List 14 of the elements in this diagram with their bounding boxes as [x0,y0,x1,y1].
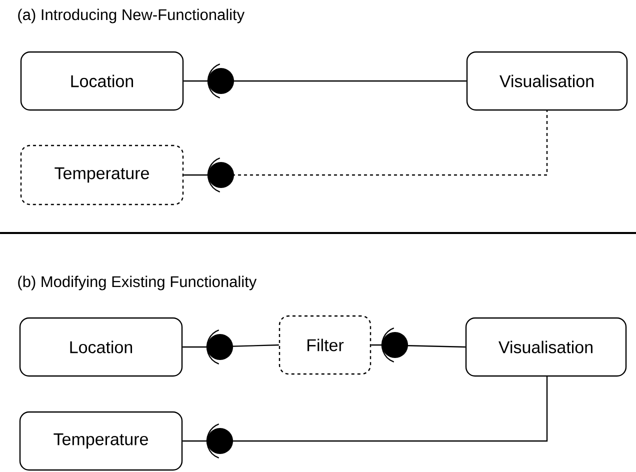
component-box: Visualisation [465,317,627,377]
interface-connector [370,328,466,363]
component-box: Temperature [19,411,183,471]
interface-connector [183,64,466,99]
component-box: Temperature [20,144,184,206]
component-box: Filter [278,315,372,375]
interface-connector [182,376,548,459]
panel-title: (b) Modifying Existing Functionality [18,276,257,290]
interface-connector [183,110,548,193]
interface-connector [182,330,279,365]
component-box: Location [20,51,184,111]
component-box: Visualisation [466,51,628,111]
panel-title: (a) Introducing New-Functionality [18,8,245,24]
component-box: Location [19,317,183,377]
